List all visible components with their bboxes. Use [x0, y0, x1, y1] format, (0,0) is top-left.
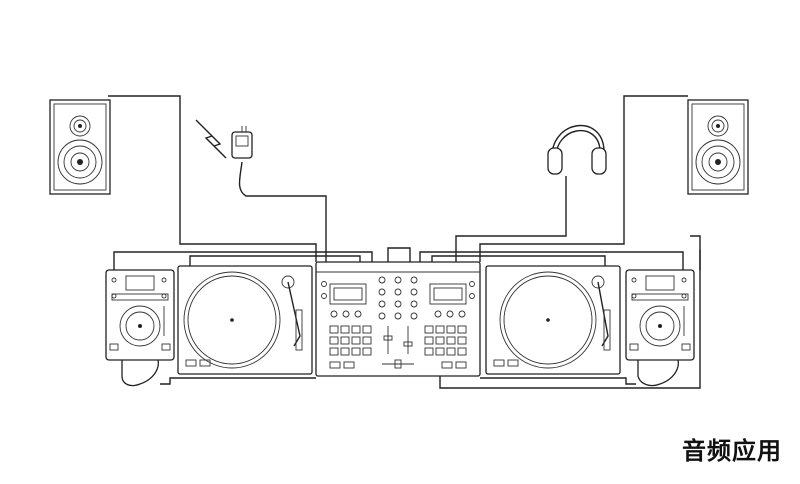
cable-power — [238, 161, 327, 262]
caption-title: 音频应用 — [682, 437, 782, 465]
cable-headphones — [455, 176, 567, 262]
turntable-right — [485, 265, 621, 375]
cable-bottom-right — [480, 377, 636, 385]
cables — [108, 95, 701, 389]
cable-mixer-tt-right — [431, 255, 606, 266]
headphones — [547, 124, 607, 175]
power-adapter — [195, 119, 253, 159]
cable-mixer-tt-left — [189, 255, 361, 266]
lightning-bolt-icon — [195, 119, 227, 159]
cable-right-speaker — [479, 95, 688, 262]
cable-bottom-left — [160, 377, 316, 385]
speaker-right — [687, 99, 749, 195]
cable-mixer-cd-right — [419, 251, 684, 270]
speaker-left — [49, 99, 111, 195]
cd-player-left — [105, 269, 175, 387]
cable-mixer-link-a — [387, 247, 411, 262]
turntable-left — [177, 265, 313, 375]
mixer-controller — [315, 261, 481, 377]
cable-bottom-long — [439, 235, 701, 389]
cable-left-speaker — [108, 95, 317, 262]
cd-player-right — [625, 269, 695, 387]
cable-mixer-cd-left — [113, 251, 373, 270]
